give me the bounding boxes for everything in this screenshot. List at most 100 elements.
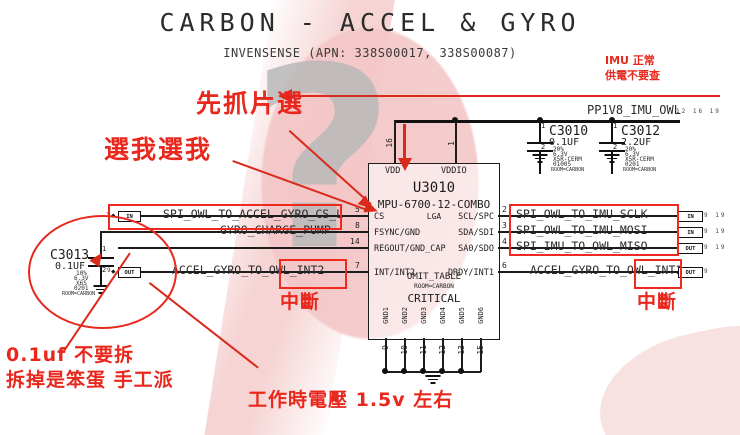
capacitor-c3010-room: ROOM=CARBON bbox=[551, 167, 585, 173]
chip-pin-label-vdd: VDD bbox=[385, 166, 401, 176]
chip-pin-label-int1: DRDY/INT1 bbox=[447, 268, 494, 278]
ground-symbol-c3010 bbox=[527, 154, 553, 164]
annotation-dont-remove-line2: 拆掉是笨蛋 手工派 bbox=[6, 369, 174, 391]
chip-pin-label-regout: REGOUT/GND_CAP bbox=[374, 244, 446, 254]
pin-number-fsync: 8 bbox=[355, 221, 360, 230]
chip-package: LGA bbox=[426, 212, 442, 221]
capacitor-c3010-voltage: 6.3V bbox=[553, 151, 568, 158]
annotation-interrupt-left: 中斷 bbox=[280, 291, 321, 313]
pin-number-sa0: 4 bbox=[502, 237, 507, 246]
annotation-circle-c3013 bbox=[28, 215, 177, 329]
chip-pin-label-fsync: FSYNC/GND bbox=[374, 228, 421, 238]
wire-cs bbox=[118, 215, 368, 217]
pin-number-scl: 2 bbox=[502, 205, 507, 214]
capacitor-c3010-size: 01005 bbox=[553, 161, 572, 168]
annotation-arrow-power-shaft bbox=[290, 95, 720, 98]
chip-pin-label-scl: SCL/SPC bbox=[458, 212, 494, 222]
junction-gnd4 bbox=[439, 368, 445, 374]
pin-number-sda: 3 bbox=[502, 221, 507, 230]
junction-gnd3 bbox=[420, 368, 426, 374]
wire-gnd1 bbox=[385, 338, 387, 372]
capacitor-c3010-pin2: 2 bbox=[541, 143, 546, 151]
wire-vddio-drop bbox=[455, 120, 457, 164]
wire-gnd2 bbox=[404, 338, 406, 372]
capacitor-c3012-value: 2.2UF bbox=[621, 137, 652, 148]
pin-number-vdd: 16 bbox=[385, 138, 394, 148]
chip-refdes: U3010 bbox=[412, 180, 456, 196]
chip-room-note: ROOM=CARBON bbox=[414, 283, 454, 290]
capacitor-c3012-pin2: 2 bbox=[613, 143, 618, 151]
net-label-sclk: SPI_OWL_TO_IMU_SCLK bbox=[516, 207, 648, 221]
wire-mosi bbox=[498, 231, 678, 233]
capacitor-c3010-pin1: 1 bbox=[541, 122, 546, 130]
chip-pin-label-vddio: VDDIO bbox=[441, 166, 467, 176]
annotation-dont-remove-line1: 0.1uf 不要拆 bbox=[6, 344, 135, 366]
net-label-mosi: SPI_OWL_TO_IMU_MOSI bbox=[516, 223, 648, 237]
wire-regout bbox=[118, 247, 368, 249]
wire-gnd-bus bbox=[385, 371, 481, 373]
page-subtitle: INVENSENSE (APN: 338S00017, 338S00087) bbox=[223, 46, 517, 60]
annotation-arrow-cs-shaft-b bbox=[288, 130, 372, 205]
chip-pin-label-cs: CS bbox=[374, 212, 385, 222]
annotation-leader-working-voltage bbox=[148, 282, 259, 369]
capacitor-c3010-tolerance: 20% bbox=[553, 146, 564, 153]
annotation-pick-chip-select: 先抓片選 bbox=[196, 89, 305, 118]
port-ref-mosi: 9 19 bbox=[704, 228, 727, 235]
pin-number-int2: 7 bbox=[355, 261, 360, 270]
port-flag-out-int1[interactable]: OUT bbox=[678, 267, 703, 278]
annotation-imu-power-ok-line1: IMU 正常 bbox=[605, 54, 655, 67]
chip-symbol-u3010[interactable]: U3010 MPU-6700-12-COMBO LGA OMIT_TABLE R… bbox=[368, 163, 500, 340]
ground-symbol-c3012 bbox=[599, 154, 625, 164]
chip-pin-label-gnd4: GND4 bbox=[439, 307, 447, 324]
chip-pin-label-sa0: SA0/SDO bbox=[458, 244, 494, 254]
junction-vddio bbox=[452, 117, 458, 123]
capacitor-c3012-refdes: C3012 bbox=[621, 124, 661, 139]
capacitor-c3012-tolerance: 20% bbox=[625, 146, 636, 153]
junction-gnd2 bbox=[401, 368, 407, 374]
pin-number-int1: 6 bbox=[502, 261, 507, 270]
chip-pin-label-gnd2: GND2 bbox=[401, 307, 409, 324]
wire-int2 bbox=[118, 271, 368, 273]
capacitor-c3012-room: ROOM=CARBON bbox=[623, 167, 657, 173]
annotation-box-int2 bbox=[279, 259, 347, 289]
chip-pin-label-sda: SDA/SDI bbox=[458, 228, 494, 238]
power-rail-page-refs: 12 16 19 bbox=[676, 108, 721, 115]
watermark-pink-blob bbox=[586, 307, 740, 435]
port-ref-sclk: 9 19 bbox=[704, 212, 727, 219]
annotation-working-voltage: 工作時電壓 1.5v 左右 bbox=[248, 389, 454, 411]
wire-gnd5 bbox=[461, 338, 463, 372]
chip-pin-label-gnd5: GND5 bbox=[458, 307, 466, 324]
net-label-miso: SPI_IMU_TO_OWL_MISO bbox=[516, 239, 648, 253]
port-flag-in-mosi[interactable]: IN bbox=[678, 227, 703, 238]
capacitor-c3012-voltage: 6.3V bbox=[625, 151, 640, 158]
chip-critical-note: CRITICAL bbox=[407, 292, 461, 305]
wire-gyro-charge-pump bbox=[118, 231, 368, 233]
capacitor-c3010-value: 0.1UF bbox=[549, 137, 580, 148]
pin-number-regout: 14 bbox=[350, 237, 360, 246]
chip-pin-label-gnd6: GND6 bbox=[477, 307, 485, 324]
wire-gnd3 bbox=[423, 338, 425, 372]
annotation-pick-me: 選我選我 bbox=[104, 135, 213, 164]
net-label-gyro-charge-pump: GYRO_CHARGE_PUMP bbox=[220, 223, 331, 237]
port-flag-in-sclk[interactable]: IN bbox=[678, 211, 703, 222]
capacitor-c3010-refdes: C3010 bbox=[549, 124, 589, 139]
annotation-arrow-down-head bbox=[398, 158, 412, 171]
net-label-int1: ACCEL_GYRO_TO_OWL_INT1 bbox=[530, 263, 683, 277]
chip-pin-label-int2: INT/INT2 bbox=[374, 268, 415, 278]
wire-int1 bbox=[498, 271, 678, 273]
wire-sclk bbox=[498, 215, 678, 217]
annotation-interrupt-right: 中斷 bbox=[637, 291, 678, 313]
port-ref-miso: 9 19 bbox=[704, 244, 727, 251]
annotation-arrow-power-head bbox=[278, 89, 292, 103]
pin-number-cs: 5 bbox=[355, 205, 360, 214]
chip-pin-label-gnd3: GND3 bbox=[420, 307, 428, 324]
annotation-arrow-down-shaft bbox=[403, 124, 406, 162]
pin-number-vddio: 1 bbox=[447, 141, 456, 146]
wire-gnd6 bbox=[480, 338, 482, 372]
chip-omit-table: OMIT_TABLE bbox=[406, 272, 462, 282]
wire-gnd4 bbox=[442, 338, 444, 372]
port-flag-out-miso[interactable]: OUT bbox=[678, 243, 703, 254]
annotation-arrow-cs-shaft-a bbox=[232, 160, 367, 211]
net-label-cs: SPI_OWL_TO_ACCEL_GYRO_CS_L bbox=[163, 207, 344, 221]
